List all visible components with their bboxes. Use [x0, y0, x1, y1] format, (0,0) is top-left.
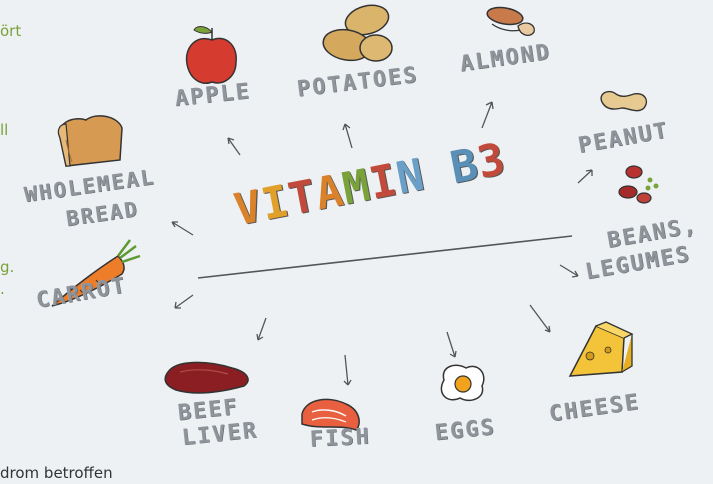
- egg-icon: [441, 365, 483, 400]
- title-underline: [198, 236, 572, 278]
- beans-icon: [619, 166, 659, 203]
- potato-icon: [321, 1, 392, 64]
- almond-icon: [486, 5, 534, 35]
- bread-icon: [58, 116, 122, 166]
- liver-icon: [165, 362, 248, 393]
- arrows: [172, 102, 592, 385]
- cheese-icon: [570, 322, 632, 376]
- peanut-icon: [601, 92, 646, 111]
- apple-icon: [187, 27, 237, 84]
- label-fish: FISH: [309, 426, 371, 451]
